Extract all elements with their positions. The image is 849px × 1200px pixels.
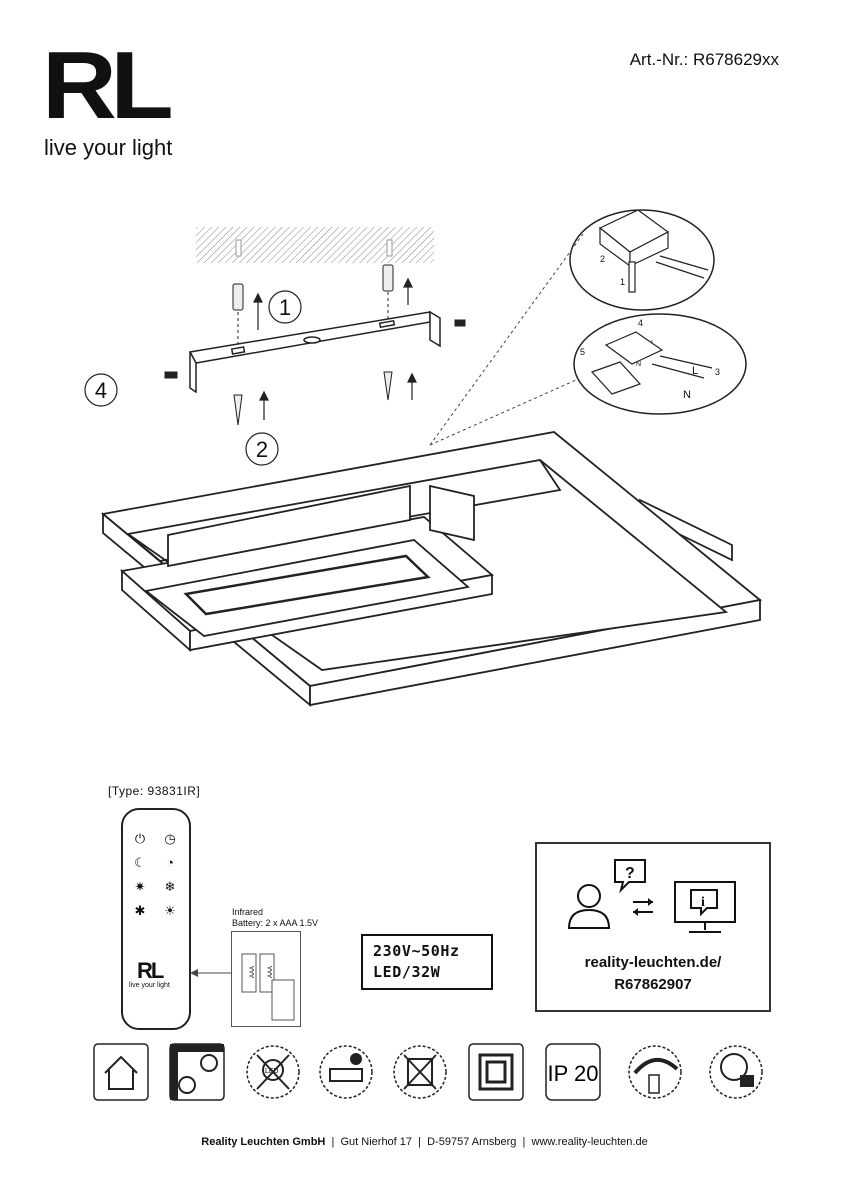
luminaire-frame xyxy=(100,431,763,707)
logo-tagline: live your light xyxy=(44,135,173,160)
footer-separator: | xyxy=(415,1136,425,1148)
protection-class-2-icon xyxy=(468,1043,524,1101)
remote-tagline: live your light xyxy=(129,982,170,989)
svg-text:?: ? xyxy=(625,865,635,882)
night-mode-icon: ☾ xyxy=(134,855,146,870)
svg-text:4: 4 xyxy=(638,318,643,328)
wire-label: L xyxy=(692,365,698,377)
wire-label: N xyxy=(683,389,691,401)
wall-plug-left xyxy=(232,283,244,426)
timer-60-icon: ◔ xyxy=(166,855,174,870)
pointer-arrow xyxy=(190,969,232,977)
cold-light-icon: ❄ xyxy=(164,879,176,894)
spec-box: 230V~50Hz LED/32W xyxy=(361,934,493,990)
indoor-use-icon xyxy=(93,1043,149,1101)
ceiling-hatch xyxy=(196,227,434,263)
dimmable-icon xyxy=(627,1043,683,1101)
timer-icon: ◷ xyxy=(164,831,176,846)
remote-type-label: [Type: 93831IR] xyxy=(108,784,201,798)
logo-letters: RL xyxy=(42,32,174,139)
led-not-replaceable-icon: LED xyxy=(245,1043,301,1101)
battery-cell-label: AAA xyxy=(268,966,274,978)
voltage-spec: 230V~50Hz xyxy=(373,942,460,960)
battery-cell-label: AAA xyxy=(250,966,256,978)
power-icon: ⏻ xyxy=(134,831,146,846)
footer-company: Reality Leuchten GmbH xyxy=(201,1136,326,1148)
remote-logo: RL xyxy=(137,958,164,983)
warm-light-icon: ☀ xyxy=(164,903,176,918)
footer-website[interactable]: www.reality-leuchten.de xyxy=(531,1136,648,1148)
svg-text:3: 3 xyxy=(715,367,720,377)
info-url: reality-leuchten.de/ xyxy=(584,954,722,971)
mounting-bracket xyxy=(188,310,441,394)
step-2-label: 2 xyxy=(256,437,268,462)
footer-city: D-59757 Arnsberg xyxy=(427,1136,517,1148)
step-1-label: 1 xyxy=(279,295,291,320)
ip-rating-icon: IP 20 xyxy=(545,1043,601,1101)
footer: Reality Leuchten GmbH | Gut Nierhof 17 |… xyxy=(0,1136,849,1148)
battery-info: Infrared Battery: 2 x AAA 1.5V xyxy=(232,907,318,929)
ir-label: Infrared xyxy=(232,907,264,917)
info-code: R67862907 xyxy=(614,976,692,993)
wall-plug-right xyxy=(382,264,394,401)
footer-address: Gut Nierhof 17 xyxy=(340,1136,413,1148)
footer-separator: | xyxy=(328,1136,338,1148)
svg-text:i: i xyxy=(701,895,705,910)
info-box: ? i reality-leuchten.de/ R67862907 xyxy=(535,842,771,1012)
detail-bubble-bottom xyxy=(573,313,747,415)
battery-compartment: AAA AAA xyxy=(231,931,301,1027)
svg-text:N: N xyxy=(636,361,641,368)
do-not-dispose-icon xyxy=(392,1043,448,1101)
footer-separator: | xyxy=(519,1136,529,1148)
brightness-icon: ✷ xyxy=(134,879,146,894)
svg-text:1: 1 xyxy=(620,277,625,287)
brand-logo: RL live your light xyxy=(42,32,192,165)
power-spec: LED/32W xyxy=(373,963,441,981)
svg-text:2: 2 xyxy=(600,254,605,264)
article-number: Art.-Nr.: R678629xx xyxy=(629,50,779,69)
svg-text:5: 5 xyxy=(580,347,585,357)
remote-control: ⏻ ◷ ☾ ◔ ✷ ❄ ✱ ☀ RL live your light xyxy=(121,808,191,1030)
side-screws xyxy=(164,319,466,379)
battery-label: Battery: 2 x AAA 1.5V xyxy=(232,918,319,928)
support-illustration: ? i xyxy=(567,859,736,933)
ip-rating-text: IP 20 xyxy=(548,1061,599,1086)
direction-arrows xyxy=(253,277,417,420)
assembly-diagram: 1 2 4 3 21 45 3 L N L N xyxy=(84,209,763,707)
smart-home-icon xyxy=(708,1043,764,1101)
step-4-label: 4 xyxy=(95,378,107,403)
dim-icon: ✱ xyxy=(134,903,146,918)
driver-icon xyxy=(318,1043,374,1101)
ceiling-mount-icon xyxy=(169,1043,225,1101)
